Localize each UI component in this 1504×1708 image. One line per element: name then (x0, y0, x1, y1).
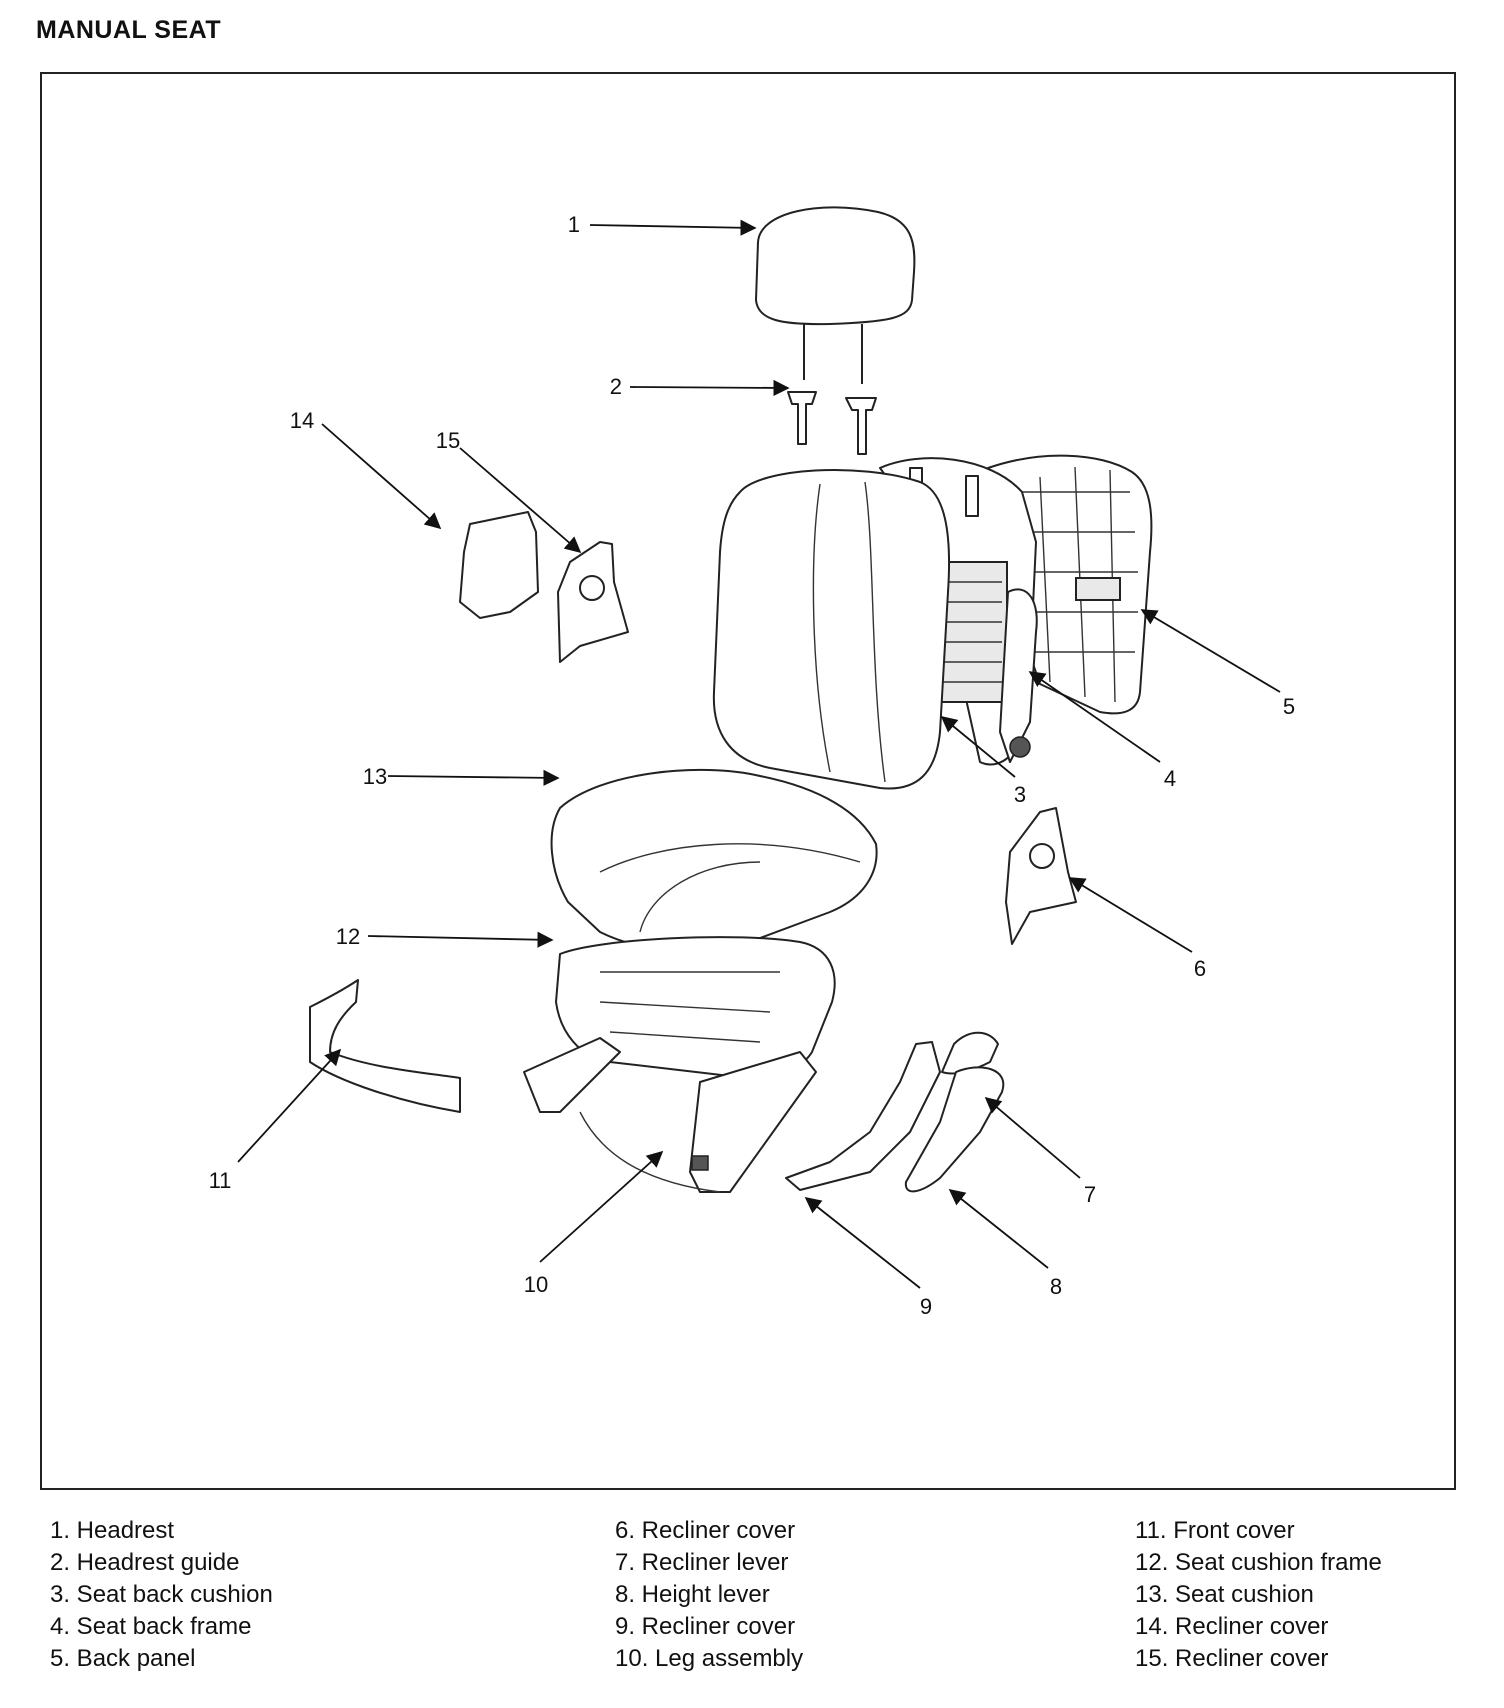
leader-6 (1068, 877, 1193, 953)
legend-item: 11. Front cover (1135, 1517, 1295, 1544)
callout-13: 13 (363, 764, 387, 789)
callout-12: 12 (336, 924, 360, 949)
callout-labels: 1 2 3 4 5 6 7 8 9 10 11 12 13 14 15 (209, 212, 1296, 1319)
legend-item: 1. Headrest (50, 1517, 175, 1544)
front-cover-part (309, 979, 461, 1113)
recliner-cover-15-part (557, 541, 629, 663)
legend-item: 12. Seat cushion frame (1135, 1549, 1382, 1576)
legend-item: 13. Seat cushion (1135, 1581, 1314, 1608)
leader-1 (589, 219, 757, 236)
callout-1: 1 (568, 212, 580, 237)
exploded-diagram-frame: 1 2 3 4 5 6 7 8 9 10 11 12 13 14 15 (40, 72, 1456, 1490)
callout-5: 5 (1283, 694, 1295, 719)
leader-5 (1140, 609, 1281, 693)
callout-9: 9 (920, 1294, 932, 1319)
leader-10 (539, 1150, 664, 1263)
leader-2 (629, 379, 790, 397)
recliner-cover-14-part (459, 511, 539, 619)
callout-8: 8 (1050, 1274, 1062, 1299)
legend-item: 10. Leg assembly (615, 1645, 804, 1672)
legend-column-1: 1. Headrest 2. Headrest guide 3. Seat ba… (50, 1515, 273, 1675)
legend-item: 5. Back panel (50, 1645, 196, 1672)
legend-item: 4. Seat back frame (50, 1613, 252, 1640)
callout-11: 11 (209, 1168, 232, 1193)
seat-cushion-part (550, 768, 878, 952)
leader-lines (237, 219, 1281, 1289)
legend-item: 7. Recliner lever (615, 1549, 789, 1576)
leader-12 (367, 931, 554, 948)
callout-7: 7 (1084, 1182, 1096, 1207)
leader-13 (387, 769, 560, 786)
legend-item: 3. Seat back cushion (50, 1581, 273, 1608)
seat-exploded-diagram: 1 2 3 4 5 6 7 8 9 10 11 12 13 14 15 (40, 72, 1456, 1490)
recliner-cover-9-part (785, 1041, 941, 1191)
legend-item: 6. Recliner cover (615, 1517, 796, 1544)
callout-6: 6 (1194, 956, 1206, 981)
callout-14: 14 (290, 408, 314, 433)
callout-10: 10 (524, 1272, 548, 1297)
legend-item: 8. Height lever (615, 1581, 770, 1608)
height-lever-part (904, 1066, 1005, 1193)
leader-14 (321, 423, 442, 530)
leader-4 (1028, 671, 1161, 763)
legend-item: 2. Headrest guide (50, 1549, 240, 1576)
leader-7 (984, 1096, 1081, 1179)
legend-item: 14. Recliner cover (1135, 1613, 1329, 1640)
headrest-guide-part (787, 391, 877, 455)
leader-11 (237, 1048, 342, 1163)
page-title: MANUAL SEAT (36, 16, 222, 44)
leg-assembly-part (523, 1037, 817, 1193)
leader-15 (459, 447, 582, 554)
callout-2: 2 (610, 374, 622, 399)
headrest-part (755, 206, 916, 384)
callout-15: 15 (436, 428, 460, 453)
recliner-lever-part (941, 1031, 999, 1075)
recliner-cover-6-part (1005, 807, 1077, 945)
legend-item: 9. Recliner cover (615, 1613, 796, 1640)
callout-4: 4 (1164, 766, 1176, 791)
leader-3 (940, 715, 1016, 778)
legend-column-2: 6. Recliner cover 7. Recliner lever 8. H… (615, 1515, 803, 1675)
seat-back-cushion-part (712, 468, 951, 790)
legend-column-3: 11. Front cover 12. Seat cushion frame 1… (1135, 1515, 1382, 1675)
leader-9 (804, 1196, 921, 1289)
callout-3: 3 (1014, 782, 1026, 807)
parts-legend: 1. Headrest 2. Headrest guide 3. Seat ba… (0, 1515, 1504, 1695)
leader-8 (948, 1188, 1049, 1269)
legend-item: 15. Recliner cover (1135, 1645, 1329, 1672)
diagram-border (40, 72, 1456, 1490)
